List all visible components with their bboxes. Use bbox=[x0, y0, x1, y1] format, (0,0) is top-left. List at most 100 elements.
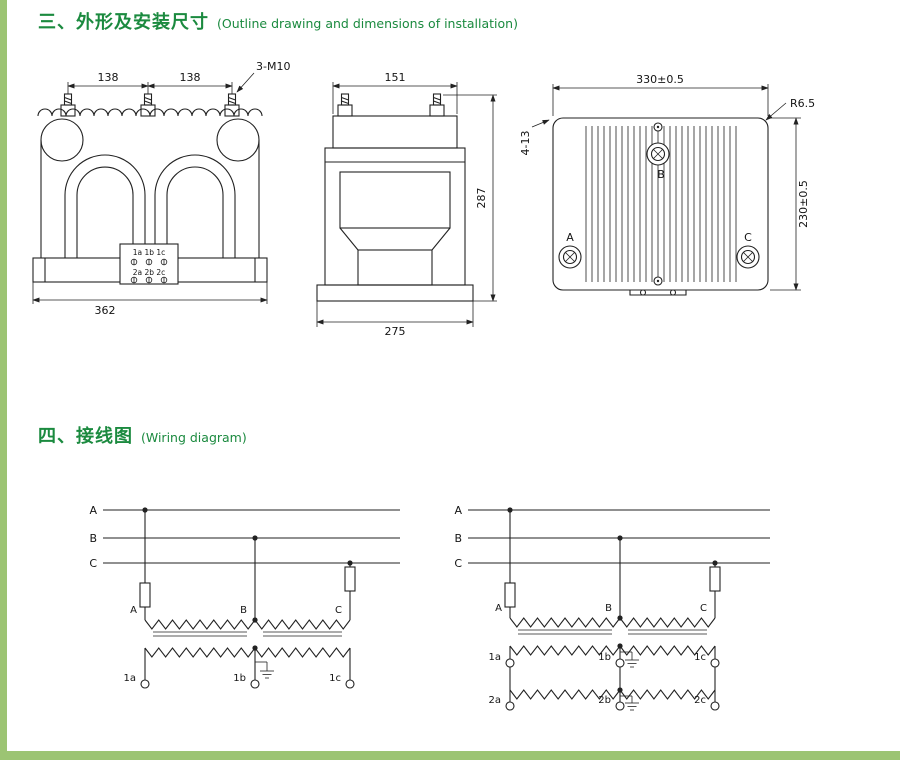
terminal-1c bbox=[345, 679, 355, 689]
hole-label-a: A bbox=[566, 231, 574, 244]
holes-label-4-13: 4-13 bbox=[519, 131, 532, 156]
top-cap bbox=[332, 115, 458, 149]
terminal-label-2a: 2a bbox=[489, 695, 502, 706]
winding-label-b: B bbox=[605, 603, 612, 614]
terminal-block: 1a 1b 1c 2a 2b 2c bbox=[119, 243, 179, 285]
dimension-275: 275 bbox=[316, 301, 474, 338]
primary-coil-ab bbox=[509, 617, 621, 628]
ground-symbol bbox=[259, 670, 275, 679]
terminal-label-1a: 1a bbox=[124, 673, 137, 684]
terminal-1c bbox=[710, 658, 720, 668]
winding-loops bbox=[64, 154, 236, 258]
dim-label-138-left: 138 bbox=[98, 71, 119, 84]
phase-label-a: A bbox=[89, 504, 97, 517]
bottom-tab bbox=[629, 290, 687, 296]
hole-label-c: C bbox=[744, 231, 752, 244]
bolt-callout: 3-M10 bbox=[236, 60, 290, 93]
radius-label-r6-5: R6.5 bbox=[790, 97, 815, 110]
bolt-stud bbox=[337, 93, 353, 117]
section-outline-title-en: (Outline drawing and dimensions of insta… bbox=[217, 16, 518, 31]
dimension-230: 230±0.5 bbox=[770, 117, 810, 291]
terminal-label-1a: 1a bbox=[489, 652, 502, 663]
terminal-label-1b: 1b bbox=[598, 652, 611, 663]
terminal-row-2a2b2c: 2a 2b 2c bbox=[133, 268, 166, 277]
top-view-drawing: A B C 330±0.5 bbox=[519, 73, 815, 296]
callout-label-3-m10: 3-M10 bbox=[256, 60, 290, 73]
radius-callout: R6.5 bbox=[765, 97, 815, 121]
winding-label-a: A bbox=[495, 603, 502, 614]
terminal-label-1b: 1b bbox=[233, 673, 246, 684]
dim-label-275: 275 bbox=[385, 325, 406, 338]
fuse-a bbox=[139, 582, 151, 608]
terminal-2a bbox=[505, 701, 515, 711]
terminal-label-2b: 2b bbox=[598, 695, 611, 706]
wiring-diagram-dual-secondary: A B C A B C bbox=[454, 504, 770, 711]
dimension-362: 362 bbox=[32, 282, 268, 317]
wiring-diagram-single-secondary: A B C A B C bbox=[89, 504, 400, 689]
tank-outline bbox=[552, 117, 769, 291]
bolt-stud-3 bbox=[224, 93, 240, 117]
page-edge-bottom bbox=[0, 751, 900, 760]
hole-label-b: B bbox=[657, 168, 665, 181]
mount-hole-b: B bbox=[646, 142, 670, 181]
dim-label-151: 151 bbox=[385, 71, 406, 84]
terminal-1a bbox=[140, 679, 150, 689]
section-wiring-title-en: (Wiring diagram) bbox=[141, 430, 247, 445]
dimension-287: 287 bbox=[443, 94, 497, 302]
section-outline-title-cn: 三、外形及安装尺寸 bbox=[38, 12, 209, 33]
winding-label-b: B bbox=[240, 605, 247, 616]
left-bushing bbox=[40, 118, 84, 162]
fuse-c bbox=[709, 566, 721, 592]
secondary-coil-bc bbox=[254, 647, 351, 658]
primary-coil-ab bbox=[144, 619, 256, 630]
bolt-stud bbox=[429, 93, 445, 117]
dim-label-330: 330±0.5 bbox=[636, 73, 684, 86]
terminal-label-2c: 2c bbox=[694, 695, 706, 706]
terminal-1b bbox=[615, 658, 625, 668]
dimension-138-138: 138 138 bbox=[67, 71, 233, 94]
terminal-row-1a1b1c: 1a 1b 1c bbox=[133, 248, 166, 257]
page-edge-left bbox=[0, 0, 7, 760]
primary-coil-bc bbox=[619, 617, 716, 628]
terminal-label-1c: 1c bbox=[694, 652, 706, 663]
phase-label-c: C bbox=[89, 557, 97, 570]
secondary-coil-ab bbox=[144, 647, 256, 658]
fuse-a bbox=[504, 582, 516, 608]
terminal-label-1c: 1c bbox=[329, 673, 341, 684]
tank-body bbox=[324, 147, 466, 286]
winding-label-a: A bbox=[130, 605, 137, 616]
dim-label-230: 230±0.5 bbox=[797, 180, 810, 228]
dim-label-287: 287 bbox=[475, 188, 488, 209]
phase-label-b: B bbox=[454, 532, 462, 545]
terminal-2c bbox=[710, 701, 720, 711]
front-view-drawing: 138 138 3-M10 bbox=[32, 60, 290, 317]
mount-hole-c: C bbox=[736, 231, 760, 269]
core-window bbox=[339, 171, 451, 229]
right-bushing bbox=[216, 118, 260, 162]
corrugated-top bbox=[37, 108, 263, 117]
bolt-stud-2 bbox=[140, 93, 156, 117]
dim-label-138-right: 138 bbox=[180, 71, 201, 84]
section-wiring-heading: 四、接线图 (Wiring diagram) bbox=[38, 422, 247, 448]
ground-symbol bbox=[624, 659, 640, 668]
terminal-1b bbox=[250, 679, 260, 689]
phase-label-a: A bbox=[454, 504, 462, 517]
bolt-stud-1 bbox=[60, 93, 76, 117]
phase-label-c: C bbox=[454, 557, 462, 570]
dimension-330: 330±0.5 bbox=[552, 73, 769, 116]
terminal-2b bbox=[615, 701, 625, 711]
fuse-c bbox=[344, 566, 356, 592]
section-wiring-title-cn: 四、接线图 bbox=[38, 426, 133, 447]
mount-hole-a: A bbox=[558, 231, 582, 269]
holes-callout: 4-13 bbox=[519, 119, 550, 156]
ground-symbol bbox=[624, 702, 640, 711]
dim-label-362: 362 bbox=[95, 304, 116, 317]
cooling-fins bbox=[585, 126, 737, 282]
winding-label-c: C bbox=[335, 605, 342, 616]
winding-label-c: C bbox=[700, 603, 707, 614]
base-plate bbox=[316, 284, 474, 302]
primary-coil-bc bbox=[254, 619, 351, 630]
phase-label-b: B bbox=[89, 532, 97, 545]
